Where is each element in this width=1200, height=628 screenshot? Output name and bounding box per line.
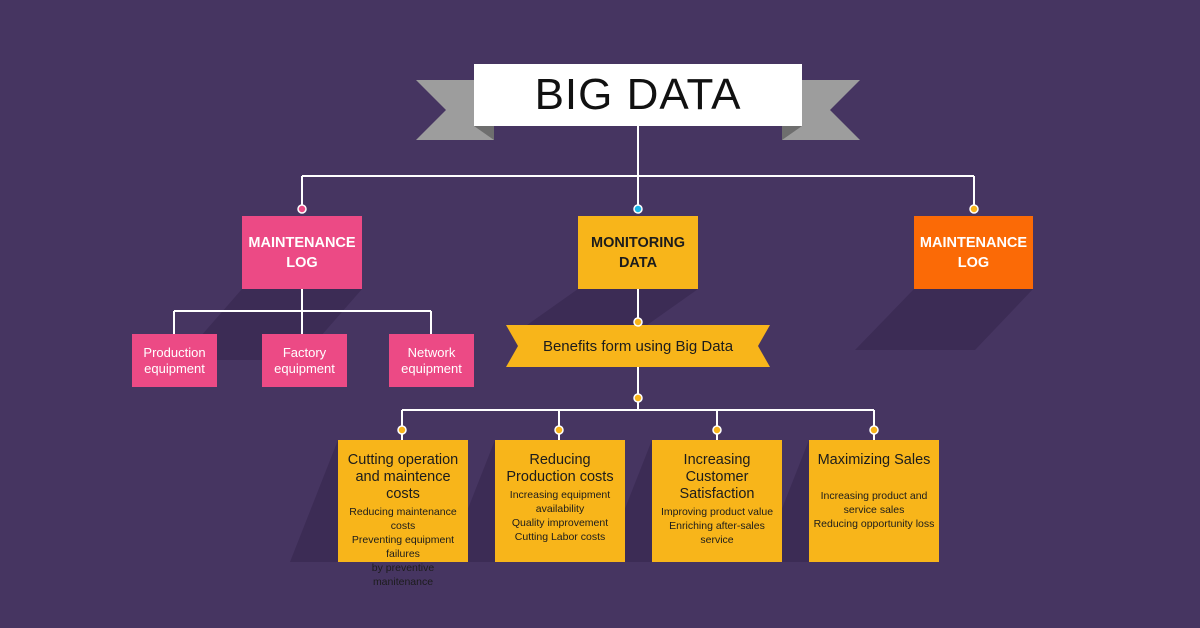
benefit-detail-line: Increasing equipment bbox=[509, 489, 611, 501]
maintenance-item-label: Network equipment bbox=[401, 344, 462, 376]
box-shadows bbox=[180, 289, 1033, 562]
shadow-benefit-1 bbox=[290, 440, 338, 562]
category-monitoring-data: MONITORING DATA bbox=[578, 216, 698, 289]
benefit-card-reducing-production: Reducing Production costs Increasing equ… bbox=[495, 440, 625, 562]
benefit-card-customer-satisfaction: Increasing Customer Satisfaction Improvi… bbox=[652, 440, 782, 562]
dot-ribbon-bottom bbox=[633, 393, 643, 403]
title-banner: BIG DATA bbox=[474, 64, 802, 126]
benefit-card-maximizing-sales: Maximizing Sales Increasing product and … bbox=[809, 440, 939, 562]
maintenance-item-network: Network equipment bbox=[389, 334, 474, 387]
dot-benefit-2 bbox=[554, 425, 564, 435]
dot-benefit-3 bbox=[712, 425, 722, 435]
dot-benefit-4 bbox=[869, 425, 879, 435]
category-maintenance-log-left: MAINTENANCE LOG bbox=[242, 216, 362, 289]
shadow-cat-left bbox=[180, 289, 362, 360]
benefits-ribbon bbox=[506, 325, 770, 367]
shadow-cat-right bbox=[855, 289, 1033, 350]
benefit-title: Cutting operation and maintence costs bbox=[347, 452, 459, 502]
benefit-detail-line: Quality improvement bbox=[511, 517, 609, 529]
connectors bbox=[173, 126, 975, 440]
dot-center bbox=[633, 204, 643, 214]
benefit-details: Reducing maintenance costs Preventing eq… bbox=[338, 505, 468, 589]
benefit-detail-line: service sales bbox=[843, 504, 905, 516]
benefit-detail-line: Improving product value bbox=[660, 506, 774, 518]
ribbon-tail-left-fold bbox=[474, 126, 494, 140]
benefit-detail-line: Increasing product and bbox=[820, 490, 928, 502]
maintenance-item-production: Production equipment bbox=[132, 334, 217, 387]
benefit-title: Increasing Customer Satisfaction bbox=[679, 452, 755, 502]
benefit-title: Maximizing Sales bbox=[817, 452, 931, 468]
benefit-detail-line: availability bbox=[535, 503, 585, 515]
benefit-detail-line: Cutting Labor costs bbox=[514, 531, 606, 543]
dot-right bbox=[969, 204, 979, 214]
benefit-details: Increasing product and service sales Red… bbox=[809, 489, 939, 531]
category-label: MONITORING DATA bbox=[591, 234, 685, 271]
benefit-detail-line: Reducing opportunity loss bbox=[813, 518, 935, 530]
benefit-details: Improving product value Enriching after-… bbox=[652, 505, 782, 547]
shadow-cat-center bbox=[520, 289, 698, 330]
benefit-details: Increasing equipment availability Qualit… bbox=[495, 488, 625, 544]
category-maintenance-log-right: MAINTENANCE LOG bbox=[914, 216, 1033, 289]
dot-ribbon-top bbox=[633, 317, 643, 327]
dot-benefit-1 bbox=[397, 425, 407, 435]
ribbon-tail-right-fold bbox=[782, 126, 802, 140]
benefit-detail-line: Enriching after-sales service bbox=[669, 520, 765, 546]
title-text: BIG DATA bbox=[534, 70, 742, 119]
maintenance-item-factory: Factory equipment bbox=[262, 334, 347, 387]
benefit-title: Reducing Production costs bbox=[506, 452, 614, 485]
benefit-card-cutting-costs: Cutting operation and maintence costs Re… bbox=[338, 440, 468, 588]
dot-left bbox=[297, 204, 307, 214]
benefits-banner-label: Benefits form using Big Data bbox=[542, 337, 734, 355]
category-label: MAINTENANCE LOG bbox=[248, 234, 356, 271]
benefits-banner: Benefits form using Big Data bbox=[506, 325, 770, 367]
benefit-detail-line: Reducing maintenance costs bbox=[349, 506, 457, 532]
benefit-detail-line: by preventive manitenance bbox=[371, 562, 435, 588]
benefit-detail-line: Preventing equipment failures bbox=[351, 534, 455, 560]
connector-dots bbox=[297, 204, 979, 435]
maintenance-item-label: Production equipment bbox=[143, 344, 206, 376]
maintenance-item-label: Factory equipment bbox=[274, 344, 335, 376]
category-label: MAINTENANCE LOG bbox=[919, 234, 1028, 271]
